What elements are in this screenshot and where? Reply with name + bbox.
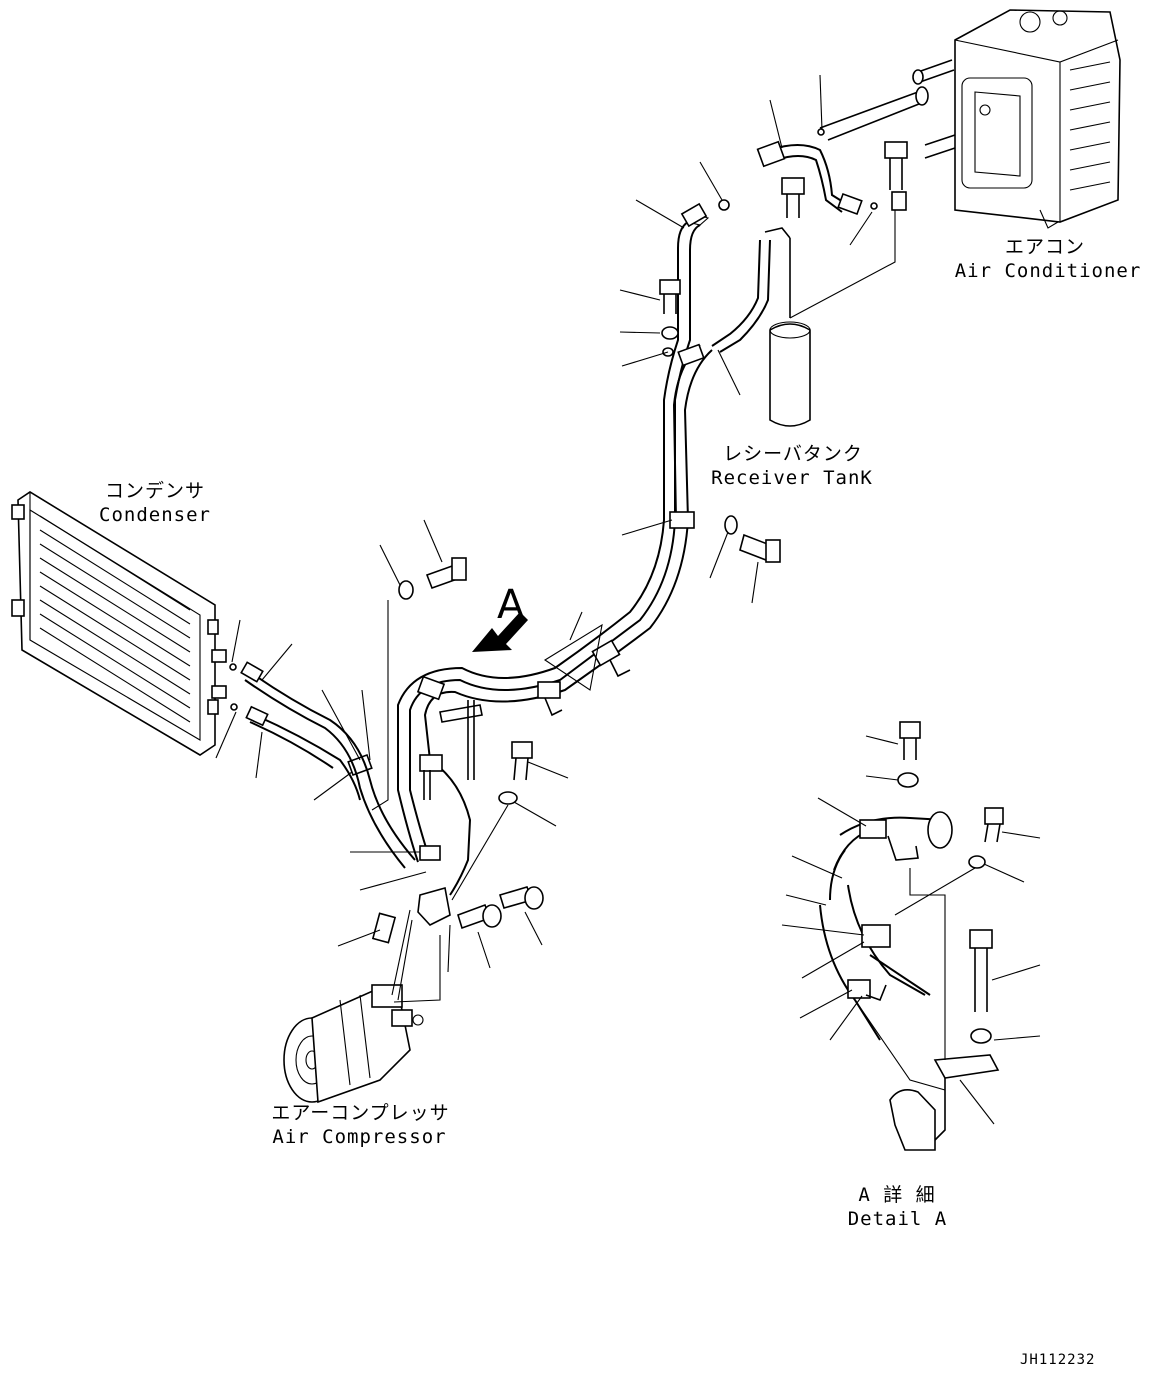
detail-a-label-en: Detail A xyxy=(847,1208,948,1230)
air-conditioner-unit xyxy=(954,9,1121,229)
receiver-bolts xyxy=(781,141,908,218)
view-marker-a: A xyxy=(497,582,525,628)
air-conditioner-label-jp: エアコン xyxy=(1004,236,1085,258)
compressor-label-jp: エアーコンプレッサ xyxy=(271,1102,450,1124)
compressor-fitting xyxy=(371,886,544,944)
receiver-tank-label-en: Receiver TanK xyxy=(711,467,873,489)
air-conditioner-label-en: Air Conditioner xyxy=(954,260,1142,282)
ac-pipe-stubs xyxy=(819,59,956,159)
ac-hose xyxy=(718,128,878,216)
tag-flag xyxy=(543,623,603,691)
clamp-bracket xyxy=(423,700,483,800)
leader-lines xyxy=(215,74,1041,1125)
condenser-label-en: Condenser xyxy=(99,504,211,526)
condenser-label-jp: コンデンサ xyxy=(104,480,205,502)
receiver-tank-label-jp: レシーバタンク xyxy=(723,443,863,465)
air-compressor xyxy=(283,984,424,1104)
compressor-label-en: Air Compressor xyxy=(272,1126,447,1148)
detail-a-label-jp: A 詳 細 xyxy=(858,1184,936,1206)
drawing-number: JH112232 xyxy=(1020,1352,1096,1368)
detail-a-drawing xyxy=(819,721,1004,1151)
receiver-tank xyxy=(711,227,811,427)
mid-bolts xyxy=(398,279,781,805)
hose-clamps xyxy=(347,343,705,861)
view-arrow-a xyxy=(472,612,528,652)
condenser-hoses xyxy=(229,661,416,869)
main-hoses xyxy=(397,202,713,896)
compressor-leader xyxy=(391,909,441,1003)
condenser xyxy=(11,491,227,756)
